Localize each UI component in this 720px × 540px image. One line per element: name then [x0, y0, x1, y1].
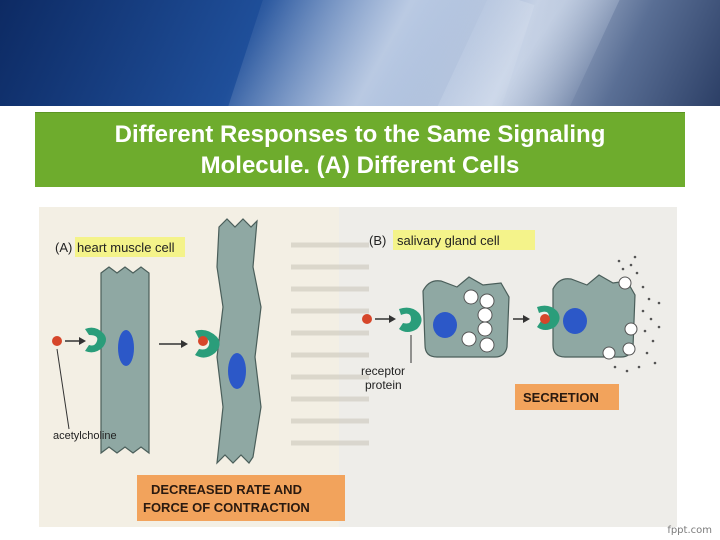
nucleus [563, 308, 587, 334]
slide-title-line-1: Different Responses to the Same Signalin… [114, 121, 606, 148]
receptor-label-line-2: protein [365, 378, 402, 392]
secretion-box [515, 384, 619, 410]
acetylcholine-molecule [362, 314, 372, 324]
receptor-protein [537, 305, 560, 330]
receptor-protein [399, 307, 422, 332]
panel-b-highlight [393, 230, 535, 250]
faded-text-lines [291, 242, 369, 446]
secretory-vesicles [461, 289, 495, 353]
acetylcholine-molecule [198, 336, 208, 346]
faded-text-area [339, 207, 677, 527]
panel-a-highlight [75, 237, 185, 257]
figure-diagram: (A) heart muscle cell acetylcholine DECR… [39, 207, 677, 527]
acetylcholine-molecule [52, 336, 62, 346]
contraction-label-line-1: DECREASED RATE AND [151, 482, 302, 497]
acetylcholine-molecule [540, 314, 550, 324]
arrow-head [181, 340, 188, 348]
acetylcholine-label: acetylcholine [53, 430, 117, 442]
panel-a-label: heart muscle cell [77, 240, 175, 255]
panel-b-letter: (B) [369, 233, 386, 248]
receptor-label-line-1: receptor [361, 364, 405, 378]
heart-muscle-cell-contracted [216, 218, 262, 465]
arrow-head [523, 315, 530, 323]
slide-title-line-2: Molecule. (A) Different Cells [200, 152, 520, 179]
panel-b-label: salivary gland cell [397, 233, 500, 248]
contraction-label-line-2: FORCE OF CONTRACTION [143, 500, 310, 515]
slide-title: Different Responses to the Same Signalin… [60, 119, 660, 181]
contraction-effect-box [137, 475, 345, 521]
receptor-protein [85, 327, 106, 353]
arrow-head [79, 337, 86, 345]
nucleus [433, 312, 457, 338]
arrow-head [389, 315, 396, 323]
textbook-figure: (A) heart muscle cell acetylcholine DECR… [39, 207, 677, 527]
panel-a-letter: (A) [55, 240, 72, 255]
secretion-label: SECRETION [523, 390, 599, 405]
secretory-vesicles [602, 276, 638, 360]
leader-line [56, 348, 70, 430]
nucleus [118, 330, 134, 366]
watermark: fppt.com [667, 525, 712, 536]
secretion-particles [613, 255, 661, 373]
nucleus [228, 353, 246, 389]
header-banner [0, 0, 720, 106]
slide-title-box: Different Responses to the Same Signalin… [35, 112, 685, 187]
